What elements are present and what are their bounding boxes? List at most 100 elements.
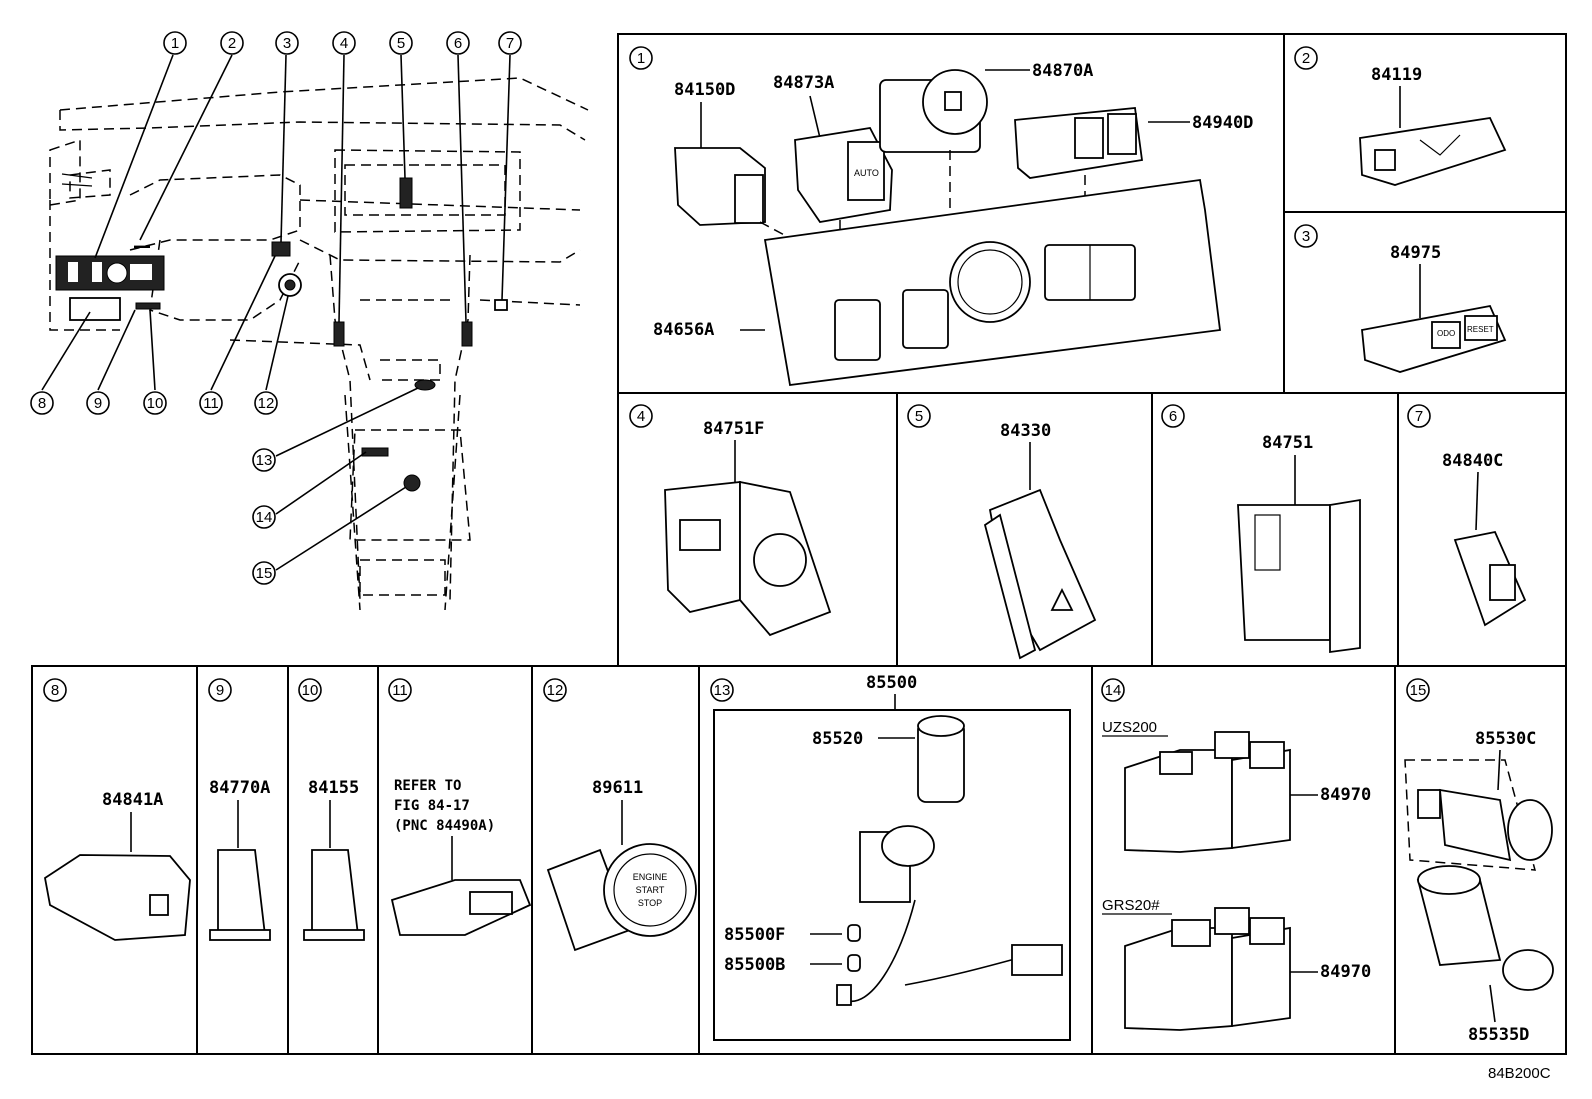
panel-3: 3 84975 ODO RESET bbox=[1294, 224, 1507, 373]
panel-5: 5 84330 bbox=[907, 404, 1097, 660]
part-85500B: 85500B bbox=[724, 955, 785, 975]
callout-leaders bbox=[41, 54, 511, 571]
panel-9: 9 84770A bbox=[208, 678, 271, 941]
svg-text:9: 9 bbox=[216, 682, 224, 699]
part-85500: 85500 bbox=[866, 673, 917, 693]
panel-7: 7 84840C bbox=[1407, 404, 1527, 627]
callout-13: 13 bbox=[252, 448, 276, 472]
svg-text:8: 8 bbox=[38, 395, 46, 412]
callout-6: 6 bbox=[446, 31, 470, 55]
svg-text:6: 6 bbox=[454, 35, 462, 52]
panel-frames bbox=[31, 33, 1567, 1055]
callout-4: 4 bbox=[332, 31, 356, 55]
svg-text:12: 12 bbox=[258, 395, 275, 412]
part-84840C: 84840C bbox=[1442, 451, 1503, 471]
part-84155: 84155 bbox=[308, 778, 359, 798]
svg-text:12: 12 bbox=[547, 682, 564, 699]
part-84975: 84975 bbox=[1390, 243, 1441, 263]
svg-text:STOP: STOP bbox=[638, 898, 662, 908]
svg-text:6: 6 bbox=[1169, 408, 1177, 425]
svg-text:4: 4 bbox=[637, 408, 645, 425]
svg-text:13: 13 bbox=[714, 682, 731, 699]
part-85535D: 85535D bbox=[1468, 1025, 1529, 1045]
svg-text:4: 4 bbox=[340, 35, 348, 52]
callout-5: 5 bbox=[389, 31, 413, 55]
svg-text:5: 5 bbox=[915, 408, 923, 425]
svg-text:1: 1 bbox=[171, 35, 179, 52]
panel-10: 10 84155 bbox=[298, 678, 365, 941]
part-84873A: 84873A bbox=[773, 73, 834, 93]
part-85530C: 85530C bbox=[1475, 729, 1536, 749]
svg-text:START: START bbox=[636, 885, 665, 895]
part-84150D: 84150D bbox=[674, 80, 735, 100]
svg-text:3: 3 bbox=[283, 35, 291, 52]
note-line-1: REFER TO bbox=[394, 778, 461, 794]
svg-text:13: 13 bbox=[256, 452, 273, 469]
svg-text:1: 1 bbox=[637, 50, 645, 67]
note-line-2: FIG 84-17 bbox=[394, 798, 470, 814]
svg-text:14: 14 bbox=[256, 509, 273, 526]
part-84970-a: 84970 bbox=[1320, 785, 1371, 805]
part-84770A: 84770A bbox=[209, 778, 270, 798]
svg-text:ODO: ODO bbox=[1437, 329, 1455, 338]
panel-4: 4 84751F bbox=[629, 404, 832, 637]
note-line-3: (PNC 84490A) bbox=[394, 818, 495, 834]
figure-code: 84B200C bbox=[1488, 1065, 1551, 1082]
svg-text:8: 8 bbox=[51, 682, 59, 699]
panel-15: 15 85530C 85535D bbox=[1404, 678, 1554, 1045]
dashboard-overview: ▬▬ bbox=[49, 77, 589, 611]
callout-14: 14 bbox=[252, 505, 276, 529]
panel-11: 11 REFER TO FIG 84-17 (PNC 84490A) bbox=[388, 678, 532, 936]
panel-14: 14 UZS200 GRS20# 84970 84970 bbox=[1101, 678, 1371, 1031]
svg-text:11: 11 bbox=[203, 395, 219, 412]
callout-9: 9 bbox=[86, 391, 110, 415]
svg-text:9: 9 bbox=[94, 395, 102, 412]
callout-7: 7 bbox=[498, 31, 522, 55]
overview-callouts: 1 2 3 4 5 6 7 8 9 10 11 12 13 14 15 bbox=[30, 31, 522, 585]
svg-text:2: 2 bbox=[228, 35, 236, 52]
model-grs20: GRS20# bbox=[1102, 897, 1160, 914]
part-84751: 84751 bbox=[1262, 433, 1313, 453]
panel-6: 6 84751 bbox=[1161, 404, 1361, 654]
part-84656A: 84656A bbox=[653, 320, 714, 340]
svg-text:3: 3 bbox=[1302, 228, 1310, 245]
svg-text:RESET: RESET bbox=[1467, 325, 1494, 334]
svg-text:AUTO: AUTO bbox=[854, 168, 879, 178]
part-85520: 85520 bbox=[812, 729, 863, 749]
panel-2: 2 84119 bbox=[1294, 46, 1507, 186]
callout-2: 2 bbox=[220, 31, 244, 55]
panel-13: 13 85500 85520 85500F 85500B bbox=[710, 673, 1071, 1041]
svg-text:7: 7 bbox=[1415, 408, 1423, 425]
svg-text:10: 10 bbox=[302, 682, 319, 699]
svg-text:2: 2 bbox=[1302, 50, 1310, 67]
callout-8: 8 bbox=[30, 391, 54, 415]
svg-text:14: 14 bbox=[1105, 682, 1122, 699]
svg-text:11: 11 bbox=[392, 682, 408, 699]
part-84751F: 84751F bbox=[703, 419, 764, 439]
part-89611: 89611 bbox=[592, 778, 643, 798]
callout-11: 11 bbox=[199, 391, 223, 415]
svg-text:15: 15 bbox=[256, 565, 273, 582]
svg-text:5: 5 bbox=[397, 35, 405, 52]
svg-text:▬▬: ▬▬ bbox=[134, 241, 150, 250]
panel-1: 1 84150D 84873A 84870A 84940D 84656A AUT… bbox=[629, 46, 1253, 387]
callout-12: 12 bbox=[254, 391, 278, 415]
part-84940D: 84940D bbox=[1192, 113, 1253, 133]
callout-1: 1 bbox=[163, 31, 187, 55]
svg-text:7: 7 bbox=[506, 35, 514, 52]
part-85500F: 85500F bbox=[724, 925, 785, 945]
panel-12: 12 89611 ENGINE START STOP bbox=[543, 678, 697, 952]
svg-text:ENGINE: ENGINE bbox=[633, 872, 668, 882]
svg-text:10: 10 bbox=[147, 395, 164, 412]
callout-3: 3 bbox=[275, 31, 299, 55]
model-uzs200: UZS200 bbox=[1102, 719, 1157, 736]
part-84870A: 84870A bbox=[1032, 61, 1093, 81]
panel-8: 8 84841A bbox=[43, 678, 191, 941]
callout-15: 15 bbox=[252, 561, 276, 585]
svg-text:15: 15 bbox=[1410, 682, 1427, 699]
part-84330: 84330 bbox=[1000, 421, 1051, 441]
callout-10: 10 bbox=[143, 391, 167, 415]
part-84970-b: 84970 bbox=[1320, 962, 1371, 982]
part-84119: 84119 bbox=[1371, 65, 1422, 85]
